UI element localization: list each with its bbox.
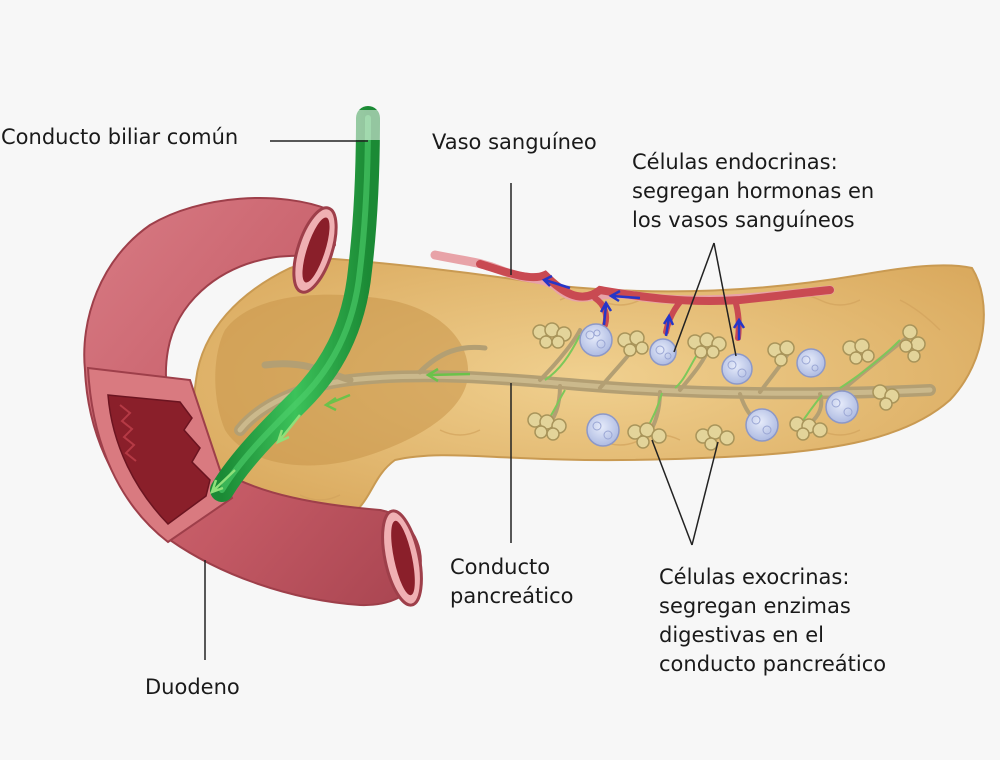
- label-endocrine-line-2: segregan hormonas en: [632, 179, 875, 203]
- duodenum-upper-lumen: [302, 217, 330, 283]
- duodenum-lower-lumen: [391, 520, 415, 596]
- acinus: [842, 338, 875, 365]
- label-pancreatic-duct: Conducto pancreático: [450, 553, 573, 611]
- duodenum-inner-lining: [107, 394, 211, 525]
- acinus: [527, 412, 567, 441]
- islet: [745, 408, 779, 442]
- acinus: [899, 324, 926, 363]
- label-exocrine-line-2: segregan enzimas: [659, 594, 851, 618]
- label-endocrine-line-3: los vasos sanguíneos: [632, 208, 855, 232]
- label-common-bile-duct: Conducto biliar común: [1, 125, 239, 149]
- islet: [586, 413, 620, 447]
- endocrine-cell-texture: [585, 329, 853, 440]
- leader-endocrine-b: [713, 242, 737, 357]
- exocrine-cells: [527, 322, 926, 451]
- leader-lines: [204, 140, 737, 660]
- acinus: [872, 384, 900, 411]
- islet: [721, 353, 753, 385]
- leader-exocrine-a: [651, 439, 693, 546]
- bile-flow-arrow-2: [209, 469, 236, 495]
- label-exocrine-line-1: Células exocrinas:: [659, 565, 850, 589]
- bile-flow-arrow: [275, 414, 301, 445]
- islet: [825, 390, 859, 424]
- label-blood-vessel: Vaso sanguíneo: [432, 130, 597, 154]
- label-duodenum: Duodeno: [145, 675, 240, 699]
- acinus: [767, 340, 795, 367]
- label-pancreatic-line-1: Conducto: [450, 555, 551, 579]
- leader-endocrine-a: [673, 242, 715, 353]
- label-exocrine-cells: Células exocrinas: segregan enzimas dige…: [659, 563, 886, 679]
- duodenum-folds: [119, 404, 137, 462]
- acinus: [627, 422, 667, 449]
- acinus: [617, 330, 649, 357]
- label-endocrine-line-1: Células endocrinas:: [632, 150, 838, 174]
- label-pancreatic-line-2: pancreático: [450, 584, 574, 608]
- duct-flow-arrow: [425, 367, 471, 383]
- acinus: [532, 322, 572, 349]
- label-endocrine-cells: Células endocrinas: segregan hormonas en…: [632, 148, 874, 235]
- islet: [796, 348, 826, 378]
- common-bile-duct: [210, 106, 380, 502]
- blood-flow-arrows: [541, 274, 746, 340]
- duct-flow-arrow-2: [323, 393, 351, 412]
- label-exocrine-line-4: conducto pancreático: [659, 652, 887, 676]
- bile-duct-top-fade: [352, 110, 386, 140]
- acinus: [789, 416, 828, 441]
- acinus: [687, 332, 727, 359]
- leader-exocrine-b: [691, 441, 719, 546]
- label-exocrine-line-3: digestivas en el: [659, 623, 824, 647]
- islet: [579, 323, 613, 357]
- acinus: [695, 424, 735, 451]
